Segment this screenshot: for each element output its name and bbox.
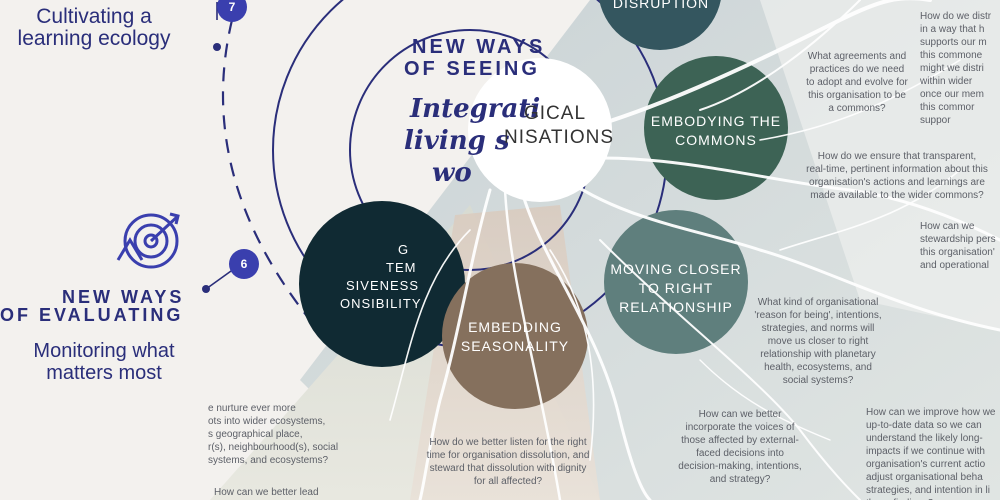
responsiveness-label-1: G [398,242,410,257]
closer-label: MOVING CLOSER TO RIGHT RELATIONSHIP [610,261,742,315]
question-transparency: How do we ensure that transparent, real-… [806,151,988,201]
responsiveness-label-4: ONSIBILITY [340,296,422,311]
responsiveness-label-2: TEM [386,260,417,275]
evaluating-heading-line2: OF EVALUATING [0,305,184,325]
responsiveness-circle-shape [299,201,465,367]
question-lead: How can we better lead [214,487,319,498]
central-circle-shape [468,58,612,202]
question-reason-for-being: What kind of organisational 'reason for … [754,297,882,386]
integrating-line2: living s [404,126,510,156]
evaluating-subtitle: Monitoring what matters most [33,340,175,384]
question-dissolution: How do we better listen for the right ti… [426,437,590,487]
responsiveness-label-3: SIVENESS [346,278,420,293]
seasonality-label: EMBEDDING SEASONALITY [460,319,570,354]
question-distribute: How do we distr in a way that h supports… [920,11,992,126]
integrating-line3: wo [432,158,472,188]
central-label-line1: GICAL [524,103,587,124]
pale-panel [760,0,1000,330]
step-6-badge: 6 [229,249,259,279]
question-voices: How can we better incorporate the voices… [678,409,802,485]
central-label-line2: NISATIONS [504,127,614,148]
seeing-heading-line2: OF SEEING [404,58,540,80]
learning-ecology-title: Cultivating a learning ecology [17,5,171,50]
seeing-heading-line1: NEW WAYS [412,36,546,58]
step-7-badge: 7 [217,0,247,22]
seasonality-circle-shape [442,263,588,409]
disruption-label: DISRUPTION [612,0,710,11]
question-nurture: e nurture ever more ots into wider ecosy… [208,403,339,466]
question-stewardship: How can we stewardship pers this organis… [920,221,996,271]
target-icon [116,212,180,269]
closer-circle-shape [604,210,748,354]
integrating-line1: Integrati [410,94,541,124]
evaluating-heading-line1: NEW WAYS [62,287,185,307]
question-data: How can we improve how we up-to-date dat… [866,407,996,500]
question-agreements: What agreements and practices do we need… [806,51,908,114]
commons-label: EMBODYING THE COMMONS [650,113,782,148]
disruption-circle-shape [599,0,721,50]
